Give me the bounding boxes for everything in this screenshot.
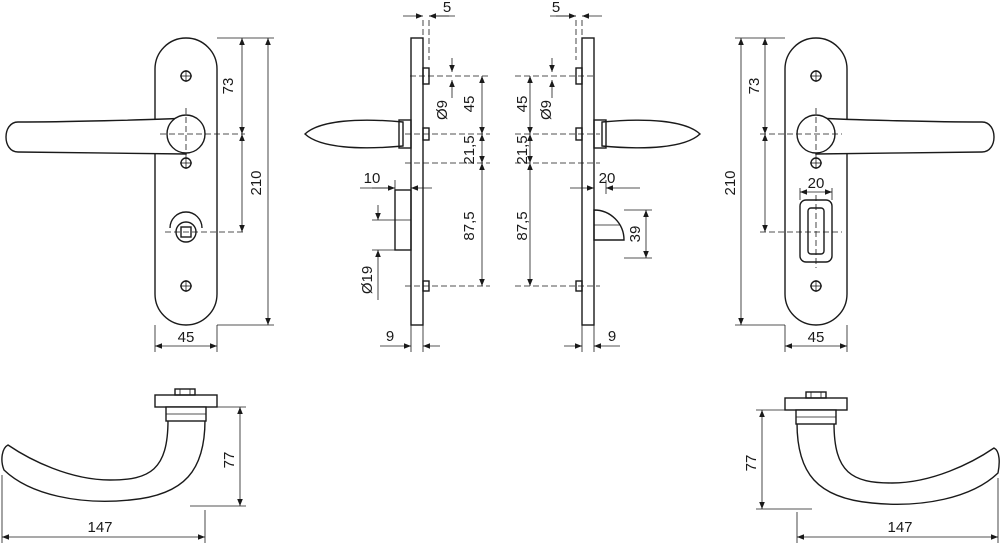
lever-side-left: [303, 119, 404, 149]
dim-87-5-right: 87,5: [514, 211, 531, 240]
turn-indicator-left: [165, 211, 245, 243]
top-view-right: 77 147: [743, 391, 1000, 543]
dim-9-right: 9: [608, 328, 616, 345]
dim-5-left: 5: [443, 0, 451, 16]
dim-45-right: 45: [808, 329, 825, 346]
dim-45-left: 45: [178, 329, 195, 346]
dim-77-left: 77: [221, 452, 238, 469]
front-view-right: 73 210 20 45: [722, 37, 995, 352]
dim-10-left: 10: [364, 170, 381, 187]
dim-87-5-left: 87,5: [461, 211, 478, 240]
side-plate-left: [410, 37, 424, 326]
dim-21-5-left: 21,5: [461, 135, 478, 164]
screw-hole-bottom-left: [180, 280, 192, 292]
side-view-left: 5 Ø9 45 21,5 87,5 10 Ø19 9: [303, 0, 490, 352]
dim-45-side-left: 45: [461, 96, 478, 113]
dim-147-right: 147: [887, 519, 912, 536]
dim-hole-dia-right: Ø9: [538, 100, 555, 120]
side-view-right: 5 Ø9 45 21,5 87,5 20 39 9: [514, 0, 702, 352]
screw-hole-top-right: [810, 70, 822, 82]
lever-front-right: [815, 117, 995, 155]
backplate-left: [154, 37, 218, 326]
lever-top-right: [796, 422, 1000, 505]
dim-210-right: 210: [722, 170, 739, 195]
front-view-left: 73 210 45: [5, 37, 274, 352]
turn-knob-side-right: [593, 209, 625, 241]
dim-77-right: 77: [743, 455, 760, 472]
thumb-turn-right: [760, 195, 842, 268]
dim-20-side-right: 20: [599, 170, 616, 187]
top-plate-left: [154, 394, 218, 408]
dim-45-side-right: 45: [514, 96, 531, 113]
dim-73-left: 73: [220, 78, 237, 95]
top-plate-right: [784, 397, 848, 411]
screw-hole-bottom-right: [810, 280, 822, 292]
dim-21-5-right: 21,5: [514, 135, 531, 164]
dim-73-right: 73: [746, 78, 763, 95]
top-view-left: 77 147: [1, 388, 246, 543]
screw-hole-top-left: [180, 70, 192, 82]
dim-5-right: 5: [552, 0, 560, 16]
lever-top-left: [1, 419, 206, 502]
side-plate-right: [581, 37, 595, 326]
lever-side-right: [601, 119, 702, 149]
dim-147-left: 147: [87, 519, 112, 536]
dim-210-left: 210: [248, 170, 265, 195]
dim-20-front-right: 20: [808, 175, 825, 192]
dim-9-left: 9: [386, 328, 394, 345]
dim-hole-dia-left: Ø9: [434, 100, 451, 120]
dim-39-right: 39: [627, 226, 644, 243]
lever-front-left: [5, 117, 187, 155]
backplate-right: [784, 37, 848, 326]
dim-knob-dia-left: Ø19: [359, 266, 376, 294]
